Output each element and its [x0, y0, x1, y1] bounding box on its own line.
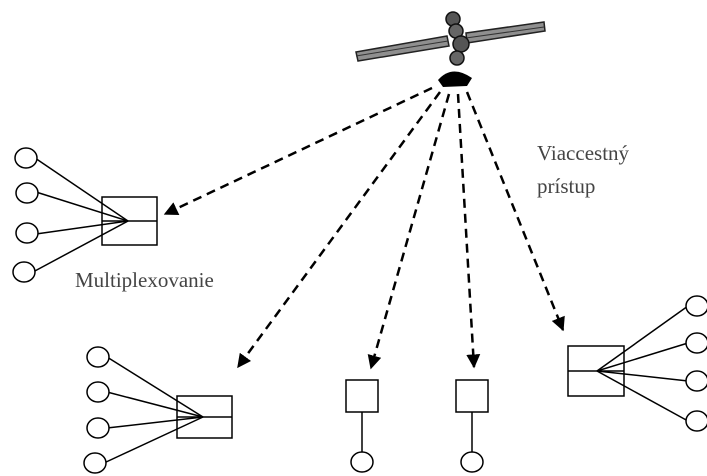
station-circle-icon	[685, 295, 707, 317]
station-circle-icon	[350, 451, 374, 473]
station-group-lower-left	[83, 346, 233, 474]
station-circle-icon	[83, 452, 107, 474]
terminal-box-icon	[455, 379, 489, 413]
multiple-access-label-line2: prístup	[537, 174, 596, 198]
beam-arrows	[163, 86, 565, 370]
station-circle-icon	[685, 332, 707, 354]
station-circle-icon	[12, 261, 36, 283]
station-circle-icon	[685, 410, 707, 432]
beam-arrow-left-group	[163, 86, 433, 216]
beam-arrow-terminal-2	[456, 93, 481, 369]
beam-arrow-right-group	[465, 91, 565, 332]
station-circle-icon	[15, 182, 39, 204]
station-circle-icon	[685, 370, 707, 392]
station-circle-icon	[86, 417, 110, 439]
beam-arrow-lower-left-group	[236, 91, 442, 369]
station-circle-icon	[460, 451, 484, 473]
single-terminal-1	[345, 379, 379, 473]
satellite-icon	[355, 11, 546, 87]
station-circle-icon	[86, 381, 110, 403]
multiple-access-label-line1: Viaccestný	[537, 141, 630, 165]
station-circle-icon	[14, 147, 38, 169]
station-circle-icon	[86, 346, 110, 368]
multiplexing-label: Multiplexovanie	[75, 268, 214, 292]
single-terminal-2	[455, 379, 489, 473]
station-circle-icon	[15, 222, 39, 244]
terminal-box-icon	[345, 379, 379, 413]
station-group-right	[567, 295, 707, 432]
beam-arrow-terminal-1	[367, 93, 451, 370]
station-group-upper-left	[12, 147, 158, 283]
